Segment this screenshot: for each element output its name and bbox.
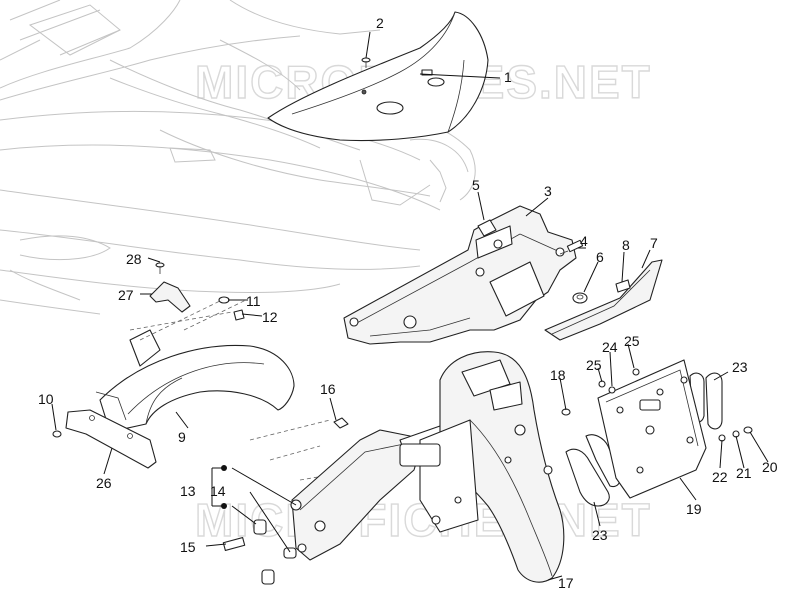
part-4-bolt	[559, 239, 584, 255]
callout-21: 21	[736, 465, 752, 481]
callout-26: 26	[96, 475, 112, 491]
callout-11: 11	[246, 293, 261, 309]
callout-17: 17	[558, 575, 574, 591]
callout-3: 3	[544, 183, 552, 199]
callout-18: 18	[550, 367, 566, 383]
callout-labels: 2 1 3 5 4 6 7 8 28 27 11 12 9 10 26 16 1…	[38, 15, 778, 591]
callout-22: 22	[712, 469, 728, 485]
leader-lines	[51, 31, 769, 581]
callout-9: 9	[178, 429, 186, 445]
part-15-bolt	[222, 536, 246, 552]
callout-12: 12	[262, 309, 278, 325]
part-8-clip	[615, 279, 631, 293]
part-1-rear-cowl	[267, 11, 489, 142]
part-24-nut	[608, 386, 616, 394]
callout-1: 1	[504, 69, 512, 85]
callout-10: 10	[38, 391, 54, 407]
part-3-rear-bracket	[343, 205, 577, 345]
callout-28: 28	[126, 251, 142, 267]
callout-27: 27	[118, 287, 134, 303]
part-28-screw	[155, 262, 165, 274]
callout-19: 19	[686, 501, 702, 517]
part-7-reflector	[544, 259, 663, 341]
callout-23-right: 23	[732, 359, 748, 375]
callout-25-left: 25	[586, 357, 602, 373]
callout-8: 8	[622, 237, 630, 253]
callout-24: 24	[602, 339, 618, 355]
callout-4: 4	[580, 233, 588, 249]
bracket-13-dots	[221, 465, 227, 509]
part-16-nut	[333, 417, 349, 429]
callout-13: 13	[180, 483, 196, 499]
part-12-clip	[233, 309, 245, 321]
part-23-rubber-pad-left	[565, 434, 621, 507]
part-27-bracket	[149, 281, 191, 313]
part-6-grommet	[572, 292, 588, 304]
callout-2: 2	[376, 15, 384, 31]
part-26-bracket	[65, 409, 157, 469]
callout-14: 14	[210, 483, 226, 499]
part-19-plate-bracket	[597, 359, 707, 499]
callout-5: 5	[472, 177, 480, 193]
callout-6: 6	[596, 249, 604, 265]
callout-15: 15	[180, 539, 196, 555]
callout-20: 20	[762, 459, 778, 475]
part-10-bolt	[52, 430, 62, 438]
part-11-screw	[218, 296, 230, 304]
part-5-clip-nut	[477, 219, 497, 237]
part-9-mudguard	[95, 329, 295, 433]
scooter-body-outline	[0, 0, 476, 315]
part-20-screw	[743, 426, 753, 434]
part-14-spacer	[253, 519, 297, 585]
part-17-inner-guard	[399, 351, 565, 583]
callout-7: 7	[650, 235, 658, 251]
callout-16: 16	[320, 381, 336, 397]
part-25-washer-b	[632, 368, 640, 376]
callout-23-bottom: 23	[592, 527, 608, 543]
callout-25-right: 25	[624, 333, 640, 349]
